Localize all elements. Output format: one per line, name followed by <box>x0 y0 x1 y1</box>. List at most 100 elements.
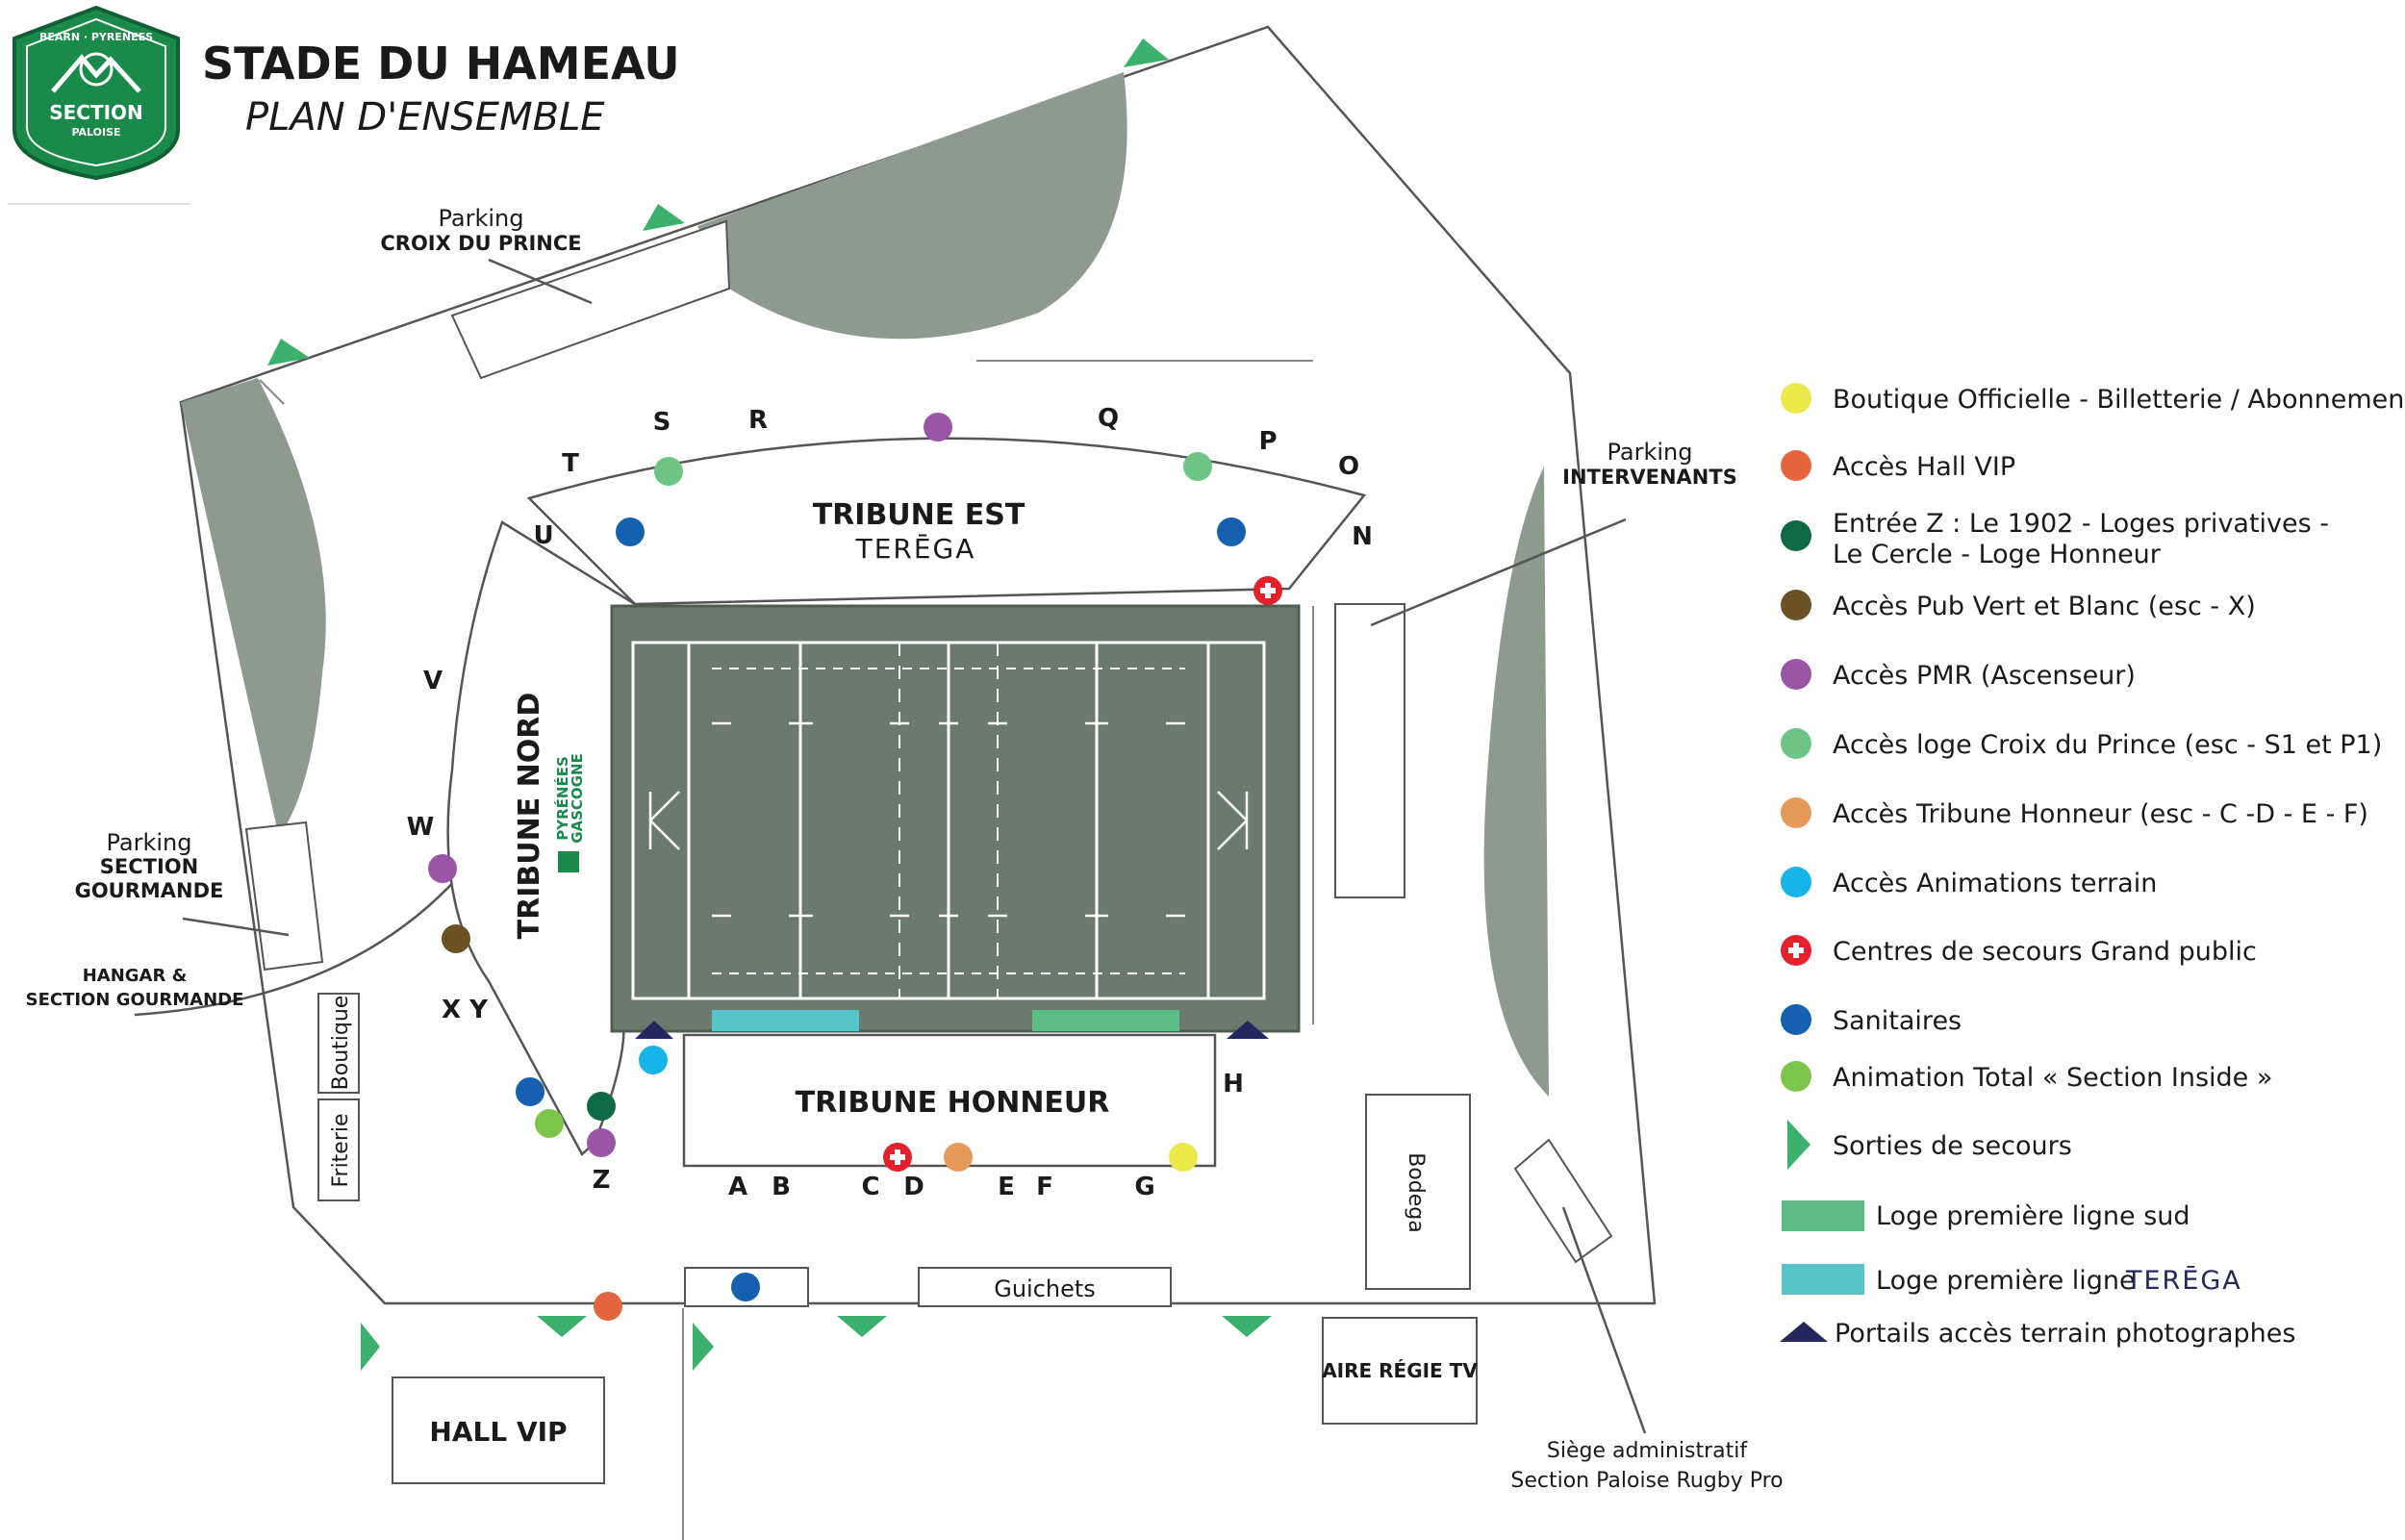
page-title: STADE DU HAMEAU <box>202 38 680 89</box>
gate-letters: S R Q P T O U N V W X Y Z A B C D E F G … <box>407 404 1373 1201</box>
logo-top-text: BEARN · PYRENEES <box>39 31 153 43</box>
animations-marker <box>639 1046 668 1074</box>
legend-label: Accès Tribune Honneur (esc - C -D - E - … <box>1833 799 2368 829</box>
gate-letter: F <box>1036 1173 1053 1201</box>
parking-gourmande-label-3: GOURMANDE <box>75 879 224 902</box>
tribune-nord: TRIBUNE NORD PYRÉNÉES GASCOGNE <box>446 520 637 1157</box>
legend-item: Animation Total « Section Inside » <box>1781 1061 2272 1093</box>
legend-dot-icon <box>1781 590 1811 620</box>
pmr-marker <box>924 413 952 442</box>
sanitaires-marker <box>616 518 645 546</box>
legend-item: Loge première ligne sud <box>1782 1200 2190 1231</box>
exit-arrow-icon <box>267 339 310 366</box>
exit-arrow-icon <box>837 1316 887 1337</box>
exit-arrow-icon <box>693 1323 714 1371</box>
hall-vip-marker <box>594 1292 622 1321</box>
legend-tri-icon <box>1780 1322 1828 1342</box>
legend-label: Accès Hall VIP <box>1833 452 2015 482</box>
siege-administratif: Siège administratif Section Paloise Rugb… <box>1510 1138 1784 1493</box>
page-subtitle: PLAN D'ENSEMBLE <box>245 95 605 139</box>
poi-markers <box>428 413 1282 1321</box>
first-aid-icon <box>883 1143 912 1172</box>
legend-label: Accès loge Croix du Prince (esc - S1 et … <box>1833 730 2382 760</box>
parking-gourmande-label-1: Parking <box>107 829 192 856</box>
first-aid-icon <box>1253 576 1282 605</box>
exit-arrow-icon <box>1124 38 1169 67</box>
logo-sub: PALOISE <box>71 126 120 139</box>
gate-letter: A <box>728 1173 747 1201</box>
legend-dot-icon <box>1781 1004 1811 1035</box>
pmr-marker <box>587 1128 616 1157</box>
honneur-marker <box>944 1143 973 1172</box>
gate-letter: B <box>772 1173 791 1201</box>
gate-letter: N <box>1352 522 1373 551</box>
parking-gourmande-label-2: SECTION <box>100 855 198 878</box>
legend-dot-icon <box>1781 659 1811 690</box>
legend-label: Loge première ligne sud <box>1876 1201 2190 1231</box>
club-logo: BEARN · PYRENEES SECTION PALOISE <box>13 5 180 181</box>
parking-intervenants-label-2: INTERVENANTS <box>1562 466 1737 489</box>
gate-letter: W <box>407 813 435 842</box>
gate-letter: C <box>861 1173 879 1201</box>
friterie-building: Friterie <box>317 1098 360 1201</box>
legend-rect-icon <box>1782 1200 1864 1231</box>
gate-letter: V <box>423 667 443 695</box>
legend-label-line2: Le Cercle - Loge Honneur <box>1833 540 2162 569</box>
hall-vip-label: HALL VIP <box>429 1416 567 1448</box>
embankments <box>181 72 1549 1097</box>
parking-section-gourmande: Parking SECTION GOURMANDE <box>75 820 324 972</box>
exit-arrow-icon <box>361 1323 380 1371</box>
legend-dot-icon <box>1781 728 1811 759</box>
site-outline <box>179 25 1657 1305</box>
gate-letter: Q <box>1098 404 1119 433</box>
friterie-label: Friterie <box>329 1113 353 1187</box>
aire-regie-tv: AIRE RÉGIE TV <box>1322 1317 1478 1425</box>
guichets-building: Guichets <box>918 1267 1172 1307</box>
photographer-gate-2 <box>1227 1021 1269 1039</box>
gate-letter: P <box>1258 427 1277 456</box>
legend-item: Entrée Z : Le 1902 - Loges privatives - … <box>1781 509 2329 569</box>
loge-sud-box <box>1032 1010 1179 1031</box>
perimeter-lines <box>259 360 1314 1540</box>
bodega-building: Bodega <box>1365 1094 1471 1290</box>
legend-label: Sorties de secours <box>1833 1131 2072 1161</box>
exit-arrow-icon <box>1222 1316 1272 1337</box>
entree-z-marker <box>587 1092 616 1121</box>
parking-intervenants: Parking INTERVENANTS <box>1334 439 1737 898</box>
boutique-label: Boutique <box>329 996 353 1091</box>
legend-item: Accès loge Croix du Prince (esc - S1 et … <box>1781 728 2382 760</box>
loge-terega-box <box>712 1010 859 1031</box>
photographer-gate-1 <box>635 1021 673 1039</box>
gate-letter: D <box>903 1173 924 1201</box>
gate-letter: U <box>533 521 553 550</box>
legend-label: Portails accès terrain photographes <box>1835 1319 2295 1349</box>
logo-name: SECTION <box>49 101 143 124</box>
legend-item: Accès Pub Vert et Blanc (esc - X) <box>1781 590 2256 621</box>
gate-letter: R <box>748 406 768 435</box>
siege-label-2: Section Paloise Rugby Pro <box>1510 1469 1783 1493</box>
legend-label: Accès Pub Vert et Blanc (esc - X) <box>1833 592 2256 621</box>
gate-letter: S <box>653 408 671 437</box>
boutique-marker <box>1169 1143 1198 1172</box>
legend-item: Accès Tribune Honneur (esc - C -D - E - … <box>1781 797 2368 829</box>
tribune-honneur-label: TRIBUNE HONNEUR <box>796 1086 1110 1120</box>
legend-label: Loge première ligne <box>1876 1266 2136 1296</box>
legend-label: Animation Total « Section Inside » <box>1833 1063 2272 1093</box>
aire-regie-label: AIRE RÉGIE TV <box>1322 1359 1478 1382</box>
croix-prince-marker <box>1183 452 1212 481</box>
legend-dot-icon <box>1781 867 1811 897</box>
sanitaires-marker <box>1217 518 1246 546</box>
legend-item: Portails accès terrain photographes <box>1780 1319 2295 1349</box>
legend-item: Accès Animations terrain <box>1781 867 2157 898</box>
total-marker <box>535 1109 564 1138</box>
legend-dot-icon <box>1781 450 1811 481</box>
legend-item: Centres de secours Grand public <box>1781 935 2257 967</box>
legend-dot-icon <box>1781 1061 1811 1092</box>
exit-arrow-icon <box>1787 1120 1810 1170</box>
hall-vip-building: HALL VIP <box>392 1376 605 1484</box>
legend-label: Entrée Z : Le 1902 - Loges privatives - <box>1833 509 2329 539</box>
tribune-nord-label: TRIBUNE NORD <box>513 693 546 940</box>
sanitaires-marker <box>731 1273 760 1301</box>
bodega-label: Bodega <box>1404 1152 1428 1233</box>
